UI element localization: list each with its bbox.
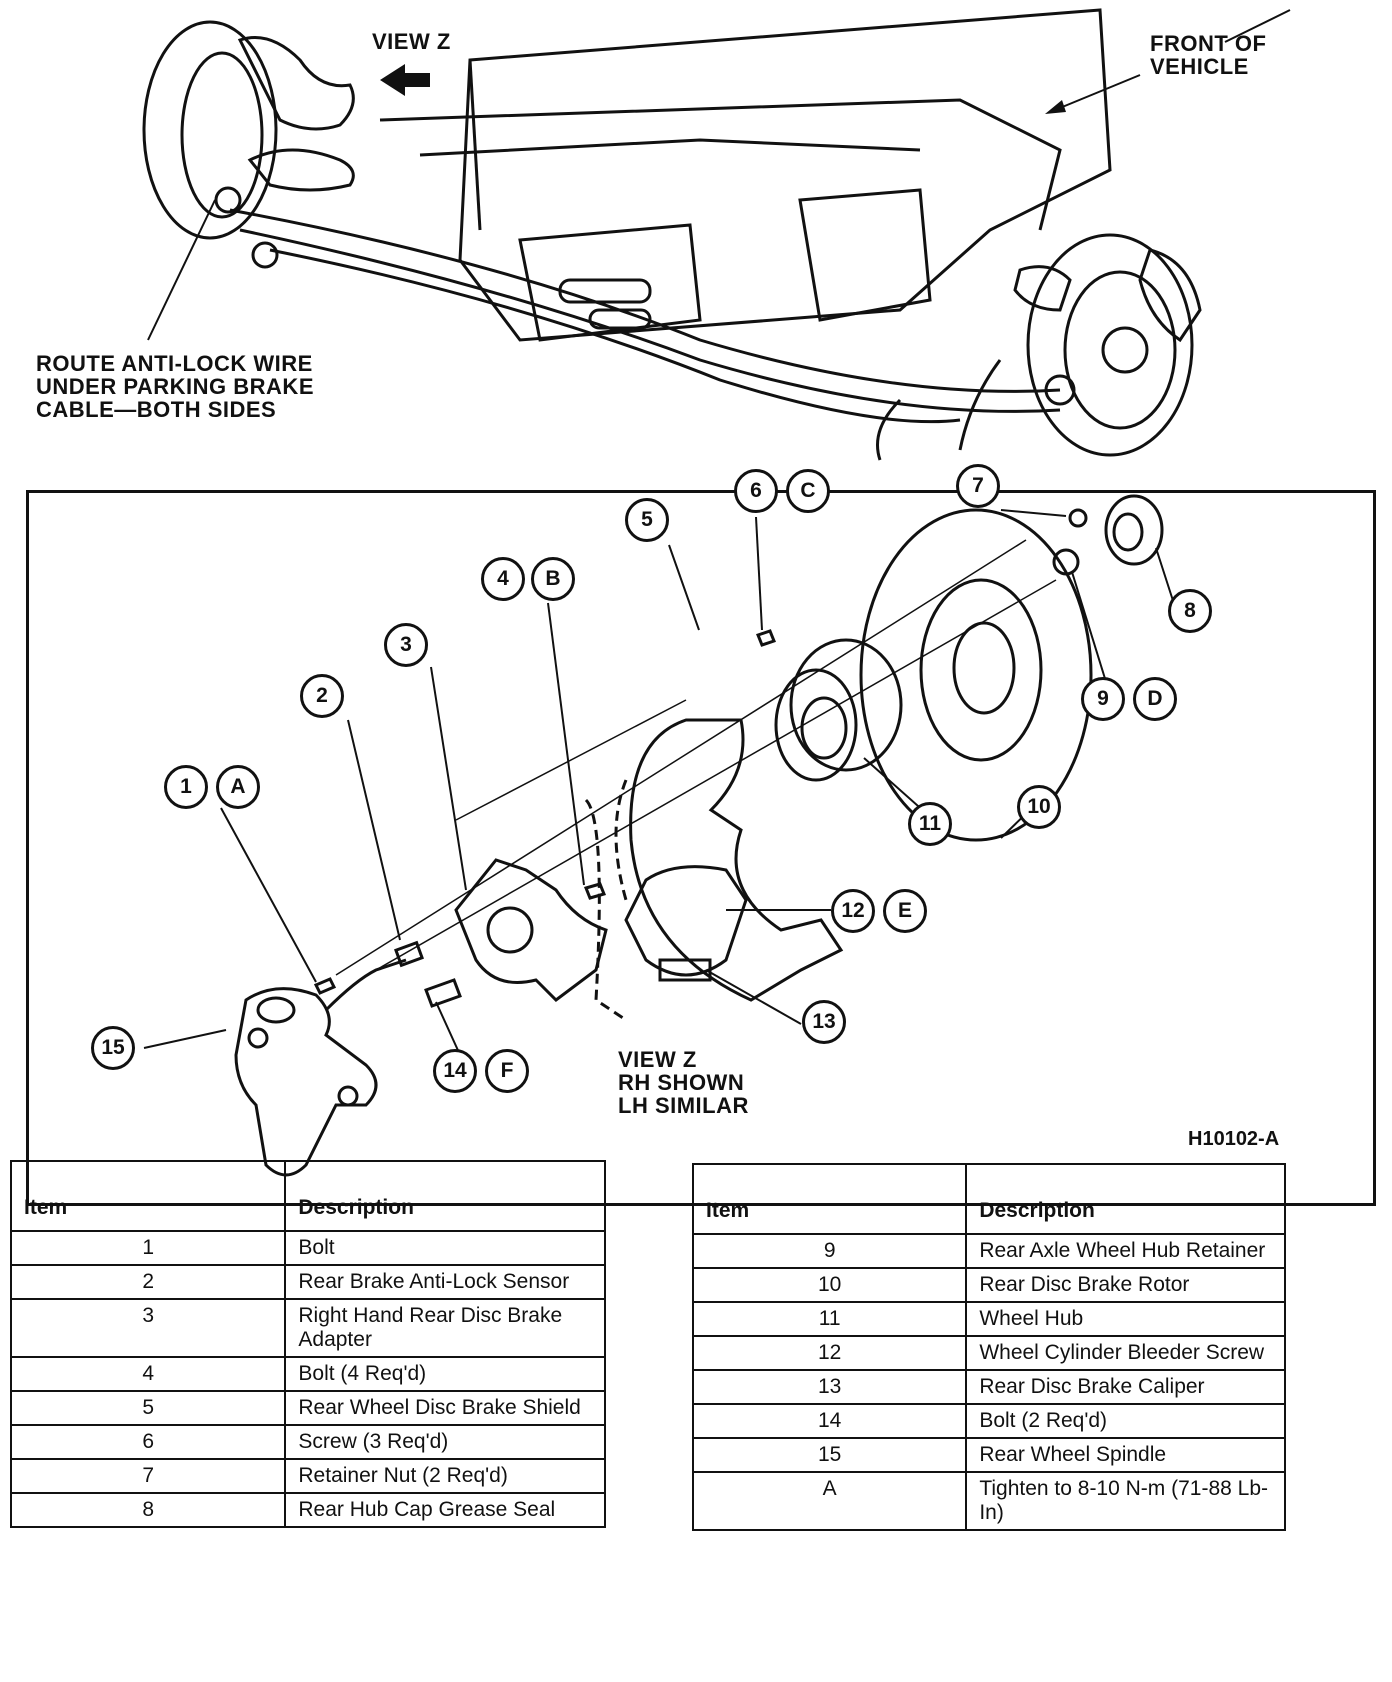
item-cell: 14 bbox=[691, 1403, 968, 1439]
description-cell: Wheel Cylinder Bleeder Screw bbox=[965, 1335, 1286, 1371]
description-cell: Rear Wheel Spindle bbox=[965, 1437, 1286, 1473]
header-item: Item bbox=[691, 1163, 968, 1235]
callout-11: 11 bbox=[908, 802, 952, 846]
description-cell: Rear Hub Cap Grease Seal bbox=[284, 1492, 606, 1528]
front-of-vehicle-label: FRONT OF VEHICLE bbox=[1150, 32, 1266, 78]
description-cell: Rear Disc Brake Caliper bbox=[965, 1369, 1286, 1405]
callout-14: 14 bbox=[433, 1049, 477, 1093]
callout-15: 15 bbox=[91, 1026, 135, 1070]
item-cell: 9 bbox=[691, 1233, 968, 1269]
callout-B: B bbox=[531, 557, 575, 601]
table-header-row: Item Description bbox=[9, 1160, 606, 1232]
item-cell: 10 bbox=[691, 1267, 968, 1303]
callout-4: 4 bbox=[481, 557, 525, 601]
description-cell: Screw (3 Req'd) bbox=[284, 1424, 606, 1460]
caption-line-1: VIEW Z bbox=[618, 1047, 697, 1072]
view-z-label: VIEW Z bbox=[372, 29, 451, 54]
callout-F: F bbox=[485, 1049, 529, 1093]
description-cell: Tighten to 8-10 N-m (71-88 Lb-In) bbox=[965, 1471, 1286, 1531]
description-cell: Retainer Nut (2 Req'd) bbox=[284, 1458, 606, 1494]
route-note-line-2: UNDER PARKING BRAKE bbox=[36, 374, 314, 399]
callout-5: 5 bbox=[625, 498, 669, 542]
exploded-assembly-illustration bbox=[143, 494, 1177, 1177]
description-cell: Bolt bbox=[284, 1230, 606, 1266]
callout-E: E bbox=[883, 889, 927, 933]
callout-3: 3 bbox=[384, 623, 428, 667]
item-cell: A bbox=[691, 1471, 968, 1531]
item-cell: 5 bbox=[9, 1390, 287, 1426]
rear-axle-overview-illustration bbox=[142, 8, 1291, 461]
view-z-caption: VIEW Z RH SHOWN LH SIMILAR bbox=[618, 1048, 749, 1117]
item-cell: 6 bbox=[9, 1424, 287, 1460]
route-note-line-3: CABLE—BOTH SIDES bbox=[36, 397, 277, 422]
callout-6: 6 bbox=[734, 469, 778, 513]
description-cell: Rear Disc Brake Rotor bbox=[965, 1267, 1286, 1303]
description-cell: Bolt (4 Req'd) bbox=[284, 1356, 606, 1392]
callout-8: 8 bbox=[1168, 589, 1212, 633]
callout-10: 10 bbox=[1017, 785, 1061, 829]
header-description: Description bbox=[965, 1163, 1286, 1235]
description-cell: Rear Brake Anti-Lock Sensor bbox=[284, 1264, 606, 1300]
description-cell: Bolt (2 Req'd) bbox=[965, 1403, 1286, 1439]
callout-A: A bbox=[216, 765, 260, 809]
callout-12: 12 bbox=[831, 889, 875, 933]
description-cell: Rear Wheel Disc Brake Shield bbox=[284, 1390, 606, 1426]
item-cell: 3 bbox=[9, 1298, 287, 1358]
figure-id: H10102-A bbox=[1188, 1128, 1280, 1150]
callout-D: D bbox=[1133, 677, 1177, 721]
header-description: Description bbox=[284, 1160, 606, 1232]
item-cell: 7 bbox=[9, 1458, 287, 1494]
callout-2: 2 bbox=[300, 674, 344, 718]
item-cell: 11 bbox=[691, 1301, 968, 1337]
description-cell: Right Hand Rear Disc Brake Adapter bbox=[284, 1298, 606, 1358]
callout-13: 13 bbox=[802, 1000, 846, 1044]
description-cell: Rear Axle Wheel Hub Retainer bbox=[965, 1233, 1286, 1269]
description-cell: Wheel Hub bbox=[965, 1301, 1286, 1337]
callout-1: 1 bbox=[164, 765, 208, 809]
item-cell: 12 bbox=[691, 1335, 968, 1371]
item-cell: 4 bbox=[9, 1356, 287, 1392]
item-cell: 1 bbox=[9, 1230, 287, 1266]
item-cell: 13 bbox=[691, 1369, 968, 1405]
route-note-line-1: ROUTE ANTI-LOCK WIRE bbox=[36, 351, 313, 376]
item-cell: 8 bbox=[9, 1492, 287, 1528]
route-anti-lock-note: ROUTE ANTI-LOCK WIRE UNDER PARKING BRAKE… bbox=[36, 352, 314, 421]
front-label-line-1: FRONT OF bbox=[1150, 31, 1267, 56]
caption-line-3: LH SIMILAR bbox=[618, 1093, 749, 1118]
front-label-line-2: VEHICLE bbox=[1150, 54, 1249, 79]
table-header-row: Item Description bbox=[691, 1163, 1286, 1235]
callout-7: 7 bbox=[956, 464, 1000, 508]
item-cell: 2 bbox=[9, 1264, 287, 1300]
callout-C: C bbox=[786, 469, 830, 513]
header-item: Item bbox=[9, 1160, 287, 1232]
callout-9: 9 bbox=[1081, 677, 1125, 721]
item-cell: 15 bbox=[691, 1437, 968, 1473]
caption-line-2: RH SHOWN bbox=[618, 1070, 745, 1095]
